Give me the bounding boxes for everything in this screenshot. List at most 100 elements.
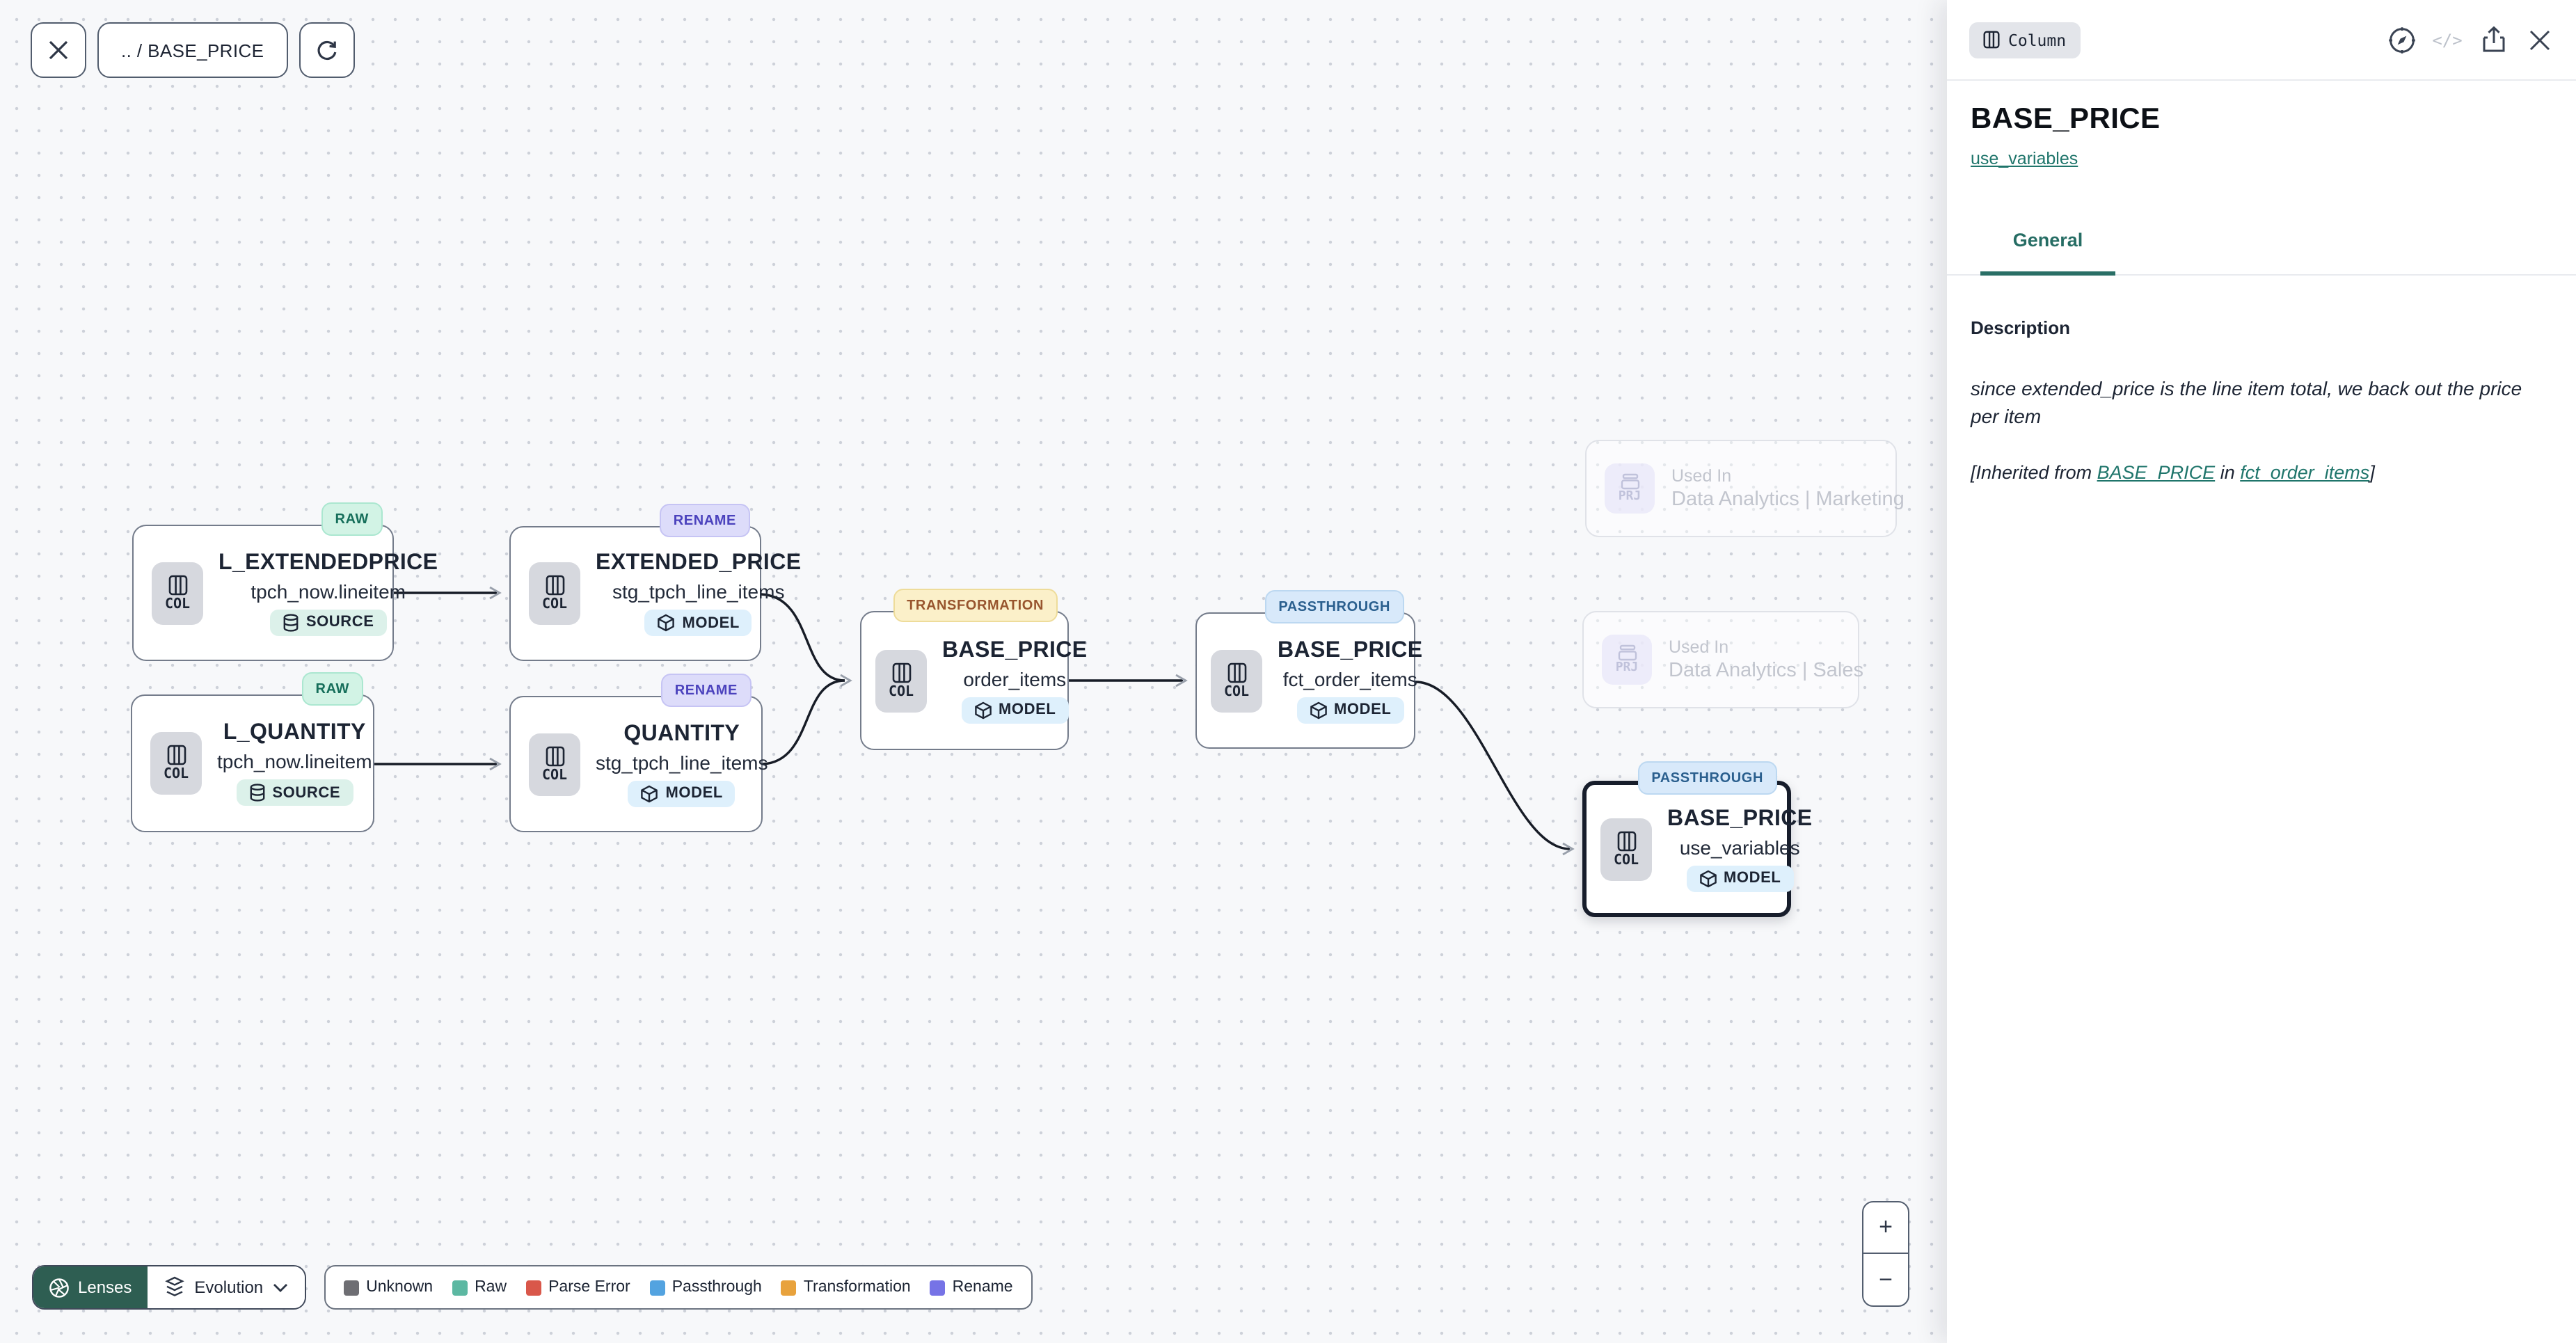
derivation-badge: RENAME [660, 674, 752, 707]
cube-icon [641, 784, 658, 802]
used-in-node-sales[interactable]: PRJ Used In Data Analytics | Sales [1582, 611, 1863, 708]
kind-label: PRJ [1615, 661, 1639, 675]
used-in-name: Data Analytics | Marketing [1671, 488, 1905, 511]
node-l-quantity[interactable]: RAW COL L_QUANTITY tpch_now.lineitem SOU… [131, 672, 374, 832]
node-type-chip: MODEL [961, 697, 1069, 723]
close-icon [49, 40, 68, 60]
tab-general[interactable]: General [2012, 230, 2083, 251]
lens-legend: Unknown Raw Parse Error Passthrough Tran… [324, 1265, 1033, 1310]
canvas-bottom-bar: Lenses Evolution Unknown Raw Parse Error… [32, 1265, 1033, 1310]
inherited-model-link[interactable]: fct_order_items [2240, 461, 2370, 483]
node-base-price-order-items[interactable]: TRANSFORMATION COL BASE_PRICE order_item… [860, 589, 1087, 750]
refresh-button[interactable] [299, 22, 355, 78]
legend-label: Passthrough [671, 1279, 762, 1296]
node-type-chip: MODEL [1686, 865, 1794, 891]
legend-label: Rename [952, 1279, 1013, 1296]
column-icon [1616, 830, 1636, 851]
node-quantity[interactable]: RENAME COL QUANTITY stg_tpch_line_items … [509, 674, 768, 832]
node-base-price-use-variables[interactable]: PASSTHROUGH COL BASE_PRICE use_variables… [1582, 761, 1812, 917]
description-heading: Description [1971, 317, 2071, 338]
node-subtitle: tpch_now.lineitem [251, 580, 406, 602]
node-title: EXTENDED_PRICE [596, 551, 802, 575]
used-in-label: Used In [1669, 637, 1729, 657]
lineage-canvas[interactable]: .. / BASE_PRICE RAW COL L_EXTENDEDPRICE … [0, 0, 1947, 1343]
kind-label: COL [164, 596, 191, 612]
aperture-icon [49, 1278, 69, 1297]
project-kind-box: PRJ [1605, 463, 1655, 514]
legend-item: Transformation [781, 1279, 911, 1296]
node-subtitle: fct_order_items [1282, 667, 1417, 690]
lens-selector[interactable]: Evolution [147, 1266, 305, 1308]
chip-label: MODEL [999, 701, 1056, 718]
node-title: QUANTITY [623, 722, 740, 745]
zoom-in-button[interactable]: + [1863, 1202, 1908, 1254]
database-icon [250, 784, 264, 802]
column-icon [1227, 662, 1246, 683]
used-in-node-marketing[interactable]: PRJ Used In Data Analytics | Marketing [1585, 440, 1905, 537]
legend-item: Raw [452, 1279, 507, 1296]
derivation-badge: RENAME [659, 504, 750, 537]
panel-header: Column </> [1947, 0, 2576, 81]
column-title: BASE_PRICE [1971, 103, 2161, 135]
inherited-note: [Inherited from BASE_PRICE in fct_order_… [1971, 461, 2552, 482]
share-button[interactable] [2479, 25, 2508, 54]
derivation-badge: RAW [321, 502, 383, 536]
column-kind-box: COL [150, 732, 202, 795]
breadcrumb[interactable]: .. / BASE_PRICE [97, 22, 288, 78]
edge-quantity-baseprice [762, 679, 845, 765]
node-base-price-fct-order-items[interactable]: PASSTHROUGH COL BASE_PRICE fct_order_ite… [1195, 590, 1422, 749]
chip-label: MODEL [1724, 870, 1781, 887]
model-link[interactable]: use_variables [1971, 149, 2078, 168]
column-icon [166, 745, 186, 765]
kind-label: COL [163, 767, 189, 782]
kind-label: COL [541, 768, 568, 783]
code-view-button[interactable]: </> [2432, 25, 2463, 54]
legend-label: Unknown [366, 1279, 434, 1296]
lens-selected-label: Evolution [194, 1278, 264, 1297]
cube-icon [658, 614, 675, 632]
legend-label: Parse Error [548, 1279, 630, 1296]
legend-swatch [930, 1280, 946, 1295]
legend-item: Parse Error [526, 1279, 630, 1296]
close-icon [2529, 29, 2550, 50]
close-lineage-button[interactable] [31, 22, 86, 78]
legend-item: Rename [930, 1279, 1013, 1296]
tabs-divider [1947, 274, 2576, 276]
kind-label: COL [1613, 852, 1639, 868]
node-extended-price[interactable]: RENAME COL EXTENDED_PRICE stg_tpch_line_… [509, 504, 801, 661]
legend-swatch [452, 1280, 468, 1295]
explore-lineage-button[interactable] [2387, 25, 2416, 54]
close-panel-button[interactable] [2525, 25, 2554, 54]
derivation-badge: PASSTHROUGH [1264, 590, 1404, 623]
chip-label: MODEL [665, 785, 723, 802]
lens-control: Lenses Evolution [32, 1265, 307, 1310]
column-icon [545, 575, 564, 596]
chip-label: SOURCE [305, 614, 374, 630]
legend-label: Raw [475, 1279, 507, 1296]
column-icon [1983, 31, 2000, 49]
panel-actions: </> [2387, 25, 2554, 54]
column-kind-box: COL [1600, 818, 1652, 880]
column-kind-box: COL [529, 562, 580, 625]
edge-fctorderitems-usevariables [1415, 681, 1571, 850]
legend-swatch [526, 1280, 542, 1295]
cube-icon [1310, 701, 1326, 719]
breadcrumb-label: .. / BASE_PRICE [121, 40, 264, 61]
used-in-name: Data Analytics | Sales [1669, 660, 1863, 682]
lenses-button[interactable]: Lenses [33, 1266, 148, 1308]
lenses-button-label: Lenses [78, 1278, 132, 1297]
arrowhead [1562, 842, 1575, 856]
column-kind-box: COL [875, 649, 927, 712]
code-icon: </> [2432, 30, 2463, 49]
node-title: BASE_PRICE [1278, 638, 1423, 662]
description-text: since extended_price is the line item to… [1971, 377, 2522, 428]
node-l-extendedprice[interactable]: RAW COL L_EXTENDEDPRICE tpch_now.lineite… [132, 502, 438, 661]
zoom-out-button[interactable]: − [1879, 1266, 1893, 1292]
panel-tabs: General [1947, 230, 2576, 276]
node-title: L_EXTENDEDPRICE [218, 550, 438, 574]
node-title: BASE_PRICE [1667, 806, 1813, 830]
archive-icon [1620, 473, 1639, 490]
inherited-column-link[interactable]: BASE_PRICE [2097, 461, 2216, 483]
column-icon [545, 745, 564, 766]
